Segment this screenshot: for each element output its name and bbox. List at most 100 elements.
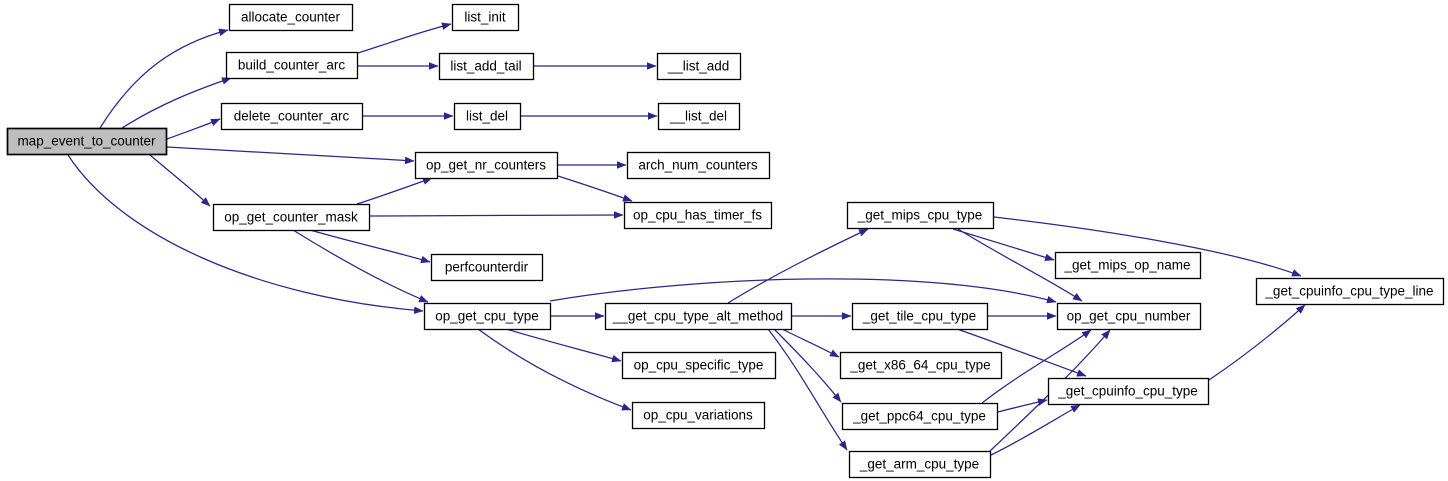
- node-box-map_event_to_counter: [6, 127, 168, 156]
- node-label-_get_ppc64_cpu_type: _get_ppc64_cpu_type: [852, 409, 986, 424]
- edge-map_event_to_counter--allocate_counter: [99, 28, 229, 129]
- node-label-build_counter_arc: build_counter_arc: [238, 58, 346, 73]
- node-box-op_cpu_specific_type: [621, 351, 777, 380]
- edge-op_get_nr_counters--op_cpu_has_timer_fs: [557, 175, 633, 202]
- edge-map_event_to_counter--delete_counter_arc: [166, 118, 221, 140]
- node-box-op_get_nr_counters: [414, 151, 559, 180]
- node-label-_get_tile_cpu_type: _get_tile_cpu_type: [862, 309, 976, 324]
- node-label-op_cpu_has_timer_fs: op_cpu_has_timer_fs: [633, 208, 762, 223]
- node-label-arch_num_counters: arch_num_counters: [638, 158, 758, 173]
- node-perfcounterdir[interactable]: perfcounterdir: [430, 253, 544, 282]
- node-label-op_get_nr_counters: op_get_nr_counters: [426, 158, 546, 173]
- node-_get_mips_cpu_type[interactable]: _get_mips_cpu_type: [846, 201, 995, 230]
- edge-build_counter_arc--list_init: [357, 22, 452, 54]
- node-box-__list_del: [657, 102, 741, 131]
- node-label-perfcounterdir: perfcounterdir: [445, 260, 529, 275]
- node-arch_num_counters[interactable]: arch_num_counters: [626, 151, 771, 180]
- node-list_del[interactable]: list_del: [453, 102, 522, 131]
- node-box-__get_cpu_type_alt_method: [604, 302, 793, 331]
- node-delete_counter_arc[interactable]: delete_counter_arc: [220, 102, 364, 131]
- edge-op_get_counter_mask--perfcounterdir: [309, 229, 431, 264]
- node-_get_arm_cpu_type[interactable]: _get_arm_cpu_type: [848, 450, 992, 479]
- edge-__get_cpu_type_alt_method--_get_ppc64_cpu_type: [773, 328, 842, 403]
- node-_get_tile_cpu_type[interactable]: _get_tile_cpu_type: [851, 302, 989, 331]
- node-label-op_cpu_variations: op_cpu_variations: [643, 408, 753, 423]
- node-box-__list_add: [656, 52, 742, 81]
- node-box-allocate_counter: [228, 3, 354, 32]
- edge-_get_mips_cpu_type--_get_cpuinfo_cpu_type_line: [993, 216, 1302, 277]
- node-label-delete_counter_arc: delete_counter_arc: [234, 109, 350, 124]
- node-label-map_event_to_counter: map_event_to_counter: [17, 134, 156, 149]
- edge-_get_mips_cpu_type--op_get_cpu_number: [957, 228, 1083, 302]
- edge-map_event_to_counter--op_get_nr_counters: [166, 146, 415, 165]
- edge-op_get_counter_mask--op_get_nr_counters: [356, 177, 433, 205]
- node-op_get_cpu_type[interactable]: op_get_cpu_type: [423, 302, 552, 331]
- node-box-_get_ppc64_cpu_type: [841, 402, 999, 431]
- node-_get_mips_op_name[interactable]: _get_mips_op_name: [1054, 251, 1202, 280]
- node-label-op_get_cpu_number: op_get_cpu_number: [1067, 309, 1191, 324]
- nodes-layer: map_event_to_counter allocate_counterbuil…: [6, 3, 1445, 479]
- node-__list_add[interactable]: __list_add: [656, 52, 742, 81]
- node-build_counter_arc[interactable]: build_counter_arc: [225, 51, 359, 80]
- node-box-_get_x86_64_cpu_type: [839, 351, 1003, 380]
- node-box-arch_num_counters: [626, 151, 771, 180]
- node-box-_get_mips_op_name: [1054, 251, 1202, 280]
- edge-__get_cpu_type_alt_method--_get_x86_64_cpu_type: [781, 328, 840, 358]
- node-label-op_get_cpu_type: op_get_cpu_type: [435, 309, 539, 324]
- node-label-__list_add: __list_add: [667, 59, 730, 74]
- node-__list_del[interactable]: __list_del: [657, 102, 741, 131]
- node-box-list_del: [453, 102, 522, 131]
- node-label-op_get_counter_mask: op_get_counter_mask: [224, 210, 358, 225]
- node-box-_get_cpuinfo_cpu_type_line: [1255, 277, 1445, 306]
- edge-_get_cpuinfo_cpu_type--_get_cpuinfo_cpu_type_line: [1208, 304, 1306, 381]
- node-label-_get_x86_64_cpu_type: _get_x86_64_cpu_type: [849, 358, 990, 373]
- edge-map_event_to_counter--build_counter_arc: [121, 77, 232, 129]
- node-__get_cpu_type_alt_method[interactable]: __get_cpu_type_alt_method: [604, 302, 793, 331]
- node-box-list_init: [451, 3, 520, 32]
- node-op_get_nr_counters[interactable]: op_get_nr_counters: [414, 151, 559, 180]
- edge-__get_cpu_type_alt_method--_get_arm_cpu_type: [767, 328, 848, 451]
- node-op_get_cpu_number[interactable]: op_get_cpu_number: [1056, 302, 1202, 331]
- node-label-__get_cpu_type_alt_method: __get_cpu_type_alt_method: [612, 309, 783, 324]
- node-box-_get_mips_cpu_type: [846, 201, 995, 230]
- node-label-_get_arm_cpu_type: _get_arm_cpu_type: [859, 457, 979, 472]
- node-map_event_to_counter[interactable]: map_event_to_counter: [6, 127, 168, 156]
- node-label-list_init: list_init: [464, 10, 506, 25]
- node-box-build_counter_arc: [225, 51, 359, 80]
- node-box-op_cpu_has_timer_fs: [623, 201, 773, 230]
- edge-_get_ppc64_cpu_type--op_get_cpu_number: [981, 329, 1092, 404]
- node-box-op_cpu_variations: [631, 401, 766, 430]
- node-box-op_get_cpu_number: [1056, 302, 1202, 331]
- edge-op_get_cpu_type--op_cpu_variations: [477, 328, 632, 411]
- node-allocate_counter[interactable]: allocate_counter: [228, 3, 354, 32]
- node-box-op_get_counter_mask: [212, 203, 371, 232]
- node-op_cpu_has_timer_fs[interactable]: op_cpu_has_timer_fs: [623, 201, 773, 230]
- node-label-op_cpu_specific_type: op_cpu_specific_type: [634, 358, 764, 373]
- node-label-__list_del: __list_del: [669, 109, 727, 124]
- node-label-_get_mips_op_name: _get_mips_op_name: [1063, 258, 1190, 273]
- node-box-list_add_tail: [438, 52, 535, 81]
- node-box-perfcounterdir: [430, 253, 544, 282]
- node-op_get_counter_mask[interactable]: op_get_counter_mask: [212, 203, 371, 232]
- node-_get_cpuinfo_cpu_type_line[interactable]: _get_cpuinfo_cpu_type_line: [1255, 277, 1445, 306]
- node-list_init[interactable]: list_init: [451, 3, 520, 32]
- node-_get_cpuinfo_cpu_type[interactable]: _get_cpuinfo_cpu_type: [1047, 377, 1210, 406]
- edges-layer: [67, 22, 1306, 456]
- edge-map_event_to_counter--op_get_cpu_type: [67, 154, 424, 315]
- node-label-_get_mips_cpu_type: _get_mips_cpu_type: [857, 208, 983, 223]
- edge-op_get_cpu_type--op_cpu_specific_type: [505, 328, 622, 363]
- node-_get_ppc64_cpu_type[interactable]: _get_ppc64_cpu_type: [841, 402, 999, 431]
- node-_get_x86_64_cpu_type[interactable]: _get_x86_64_cpu_type: [839, 351, 1003, 380]
- edge-_get_arm_cpu_type--_get_cpuinfo_cpu_type: [990, 404, 1081, 456]
- node-box-delete_counter_arc: [220, 102, 364, 131]
- edge-__get_cpu_type_alt_method--_get_mips_cpu_type: [727, 228, 869, 304]
- node-label-list_del: list_del: [466, 109, 508, 124]
- edge-op_get_cpu_type--op_get_cpu_number: [549, 278, 1057, 304]
- node-label-allocate_counter: allocate_counter: [241, 10, 341, 25]
- node-op_cpu_specific_type[interactable]: op_cpu_specific_type: [621, 351, 777, 380]
- node-list_add_tail[interactable]: list_add_tail: [438, 52, 535, 81]
- node-op_cpu_variations[interactable]: op_cpu_variations: [631, 401, 766, 430]
- edge-map_event_to_counter--op_get_counter_mask: [149, 154, 211, 207]
